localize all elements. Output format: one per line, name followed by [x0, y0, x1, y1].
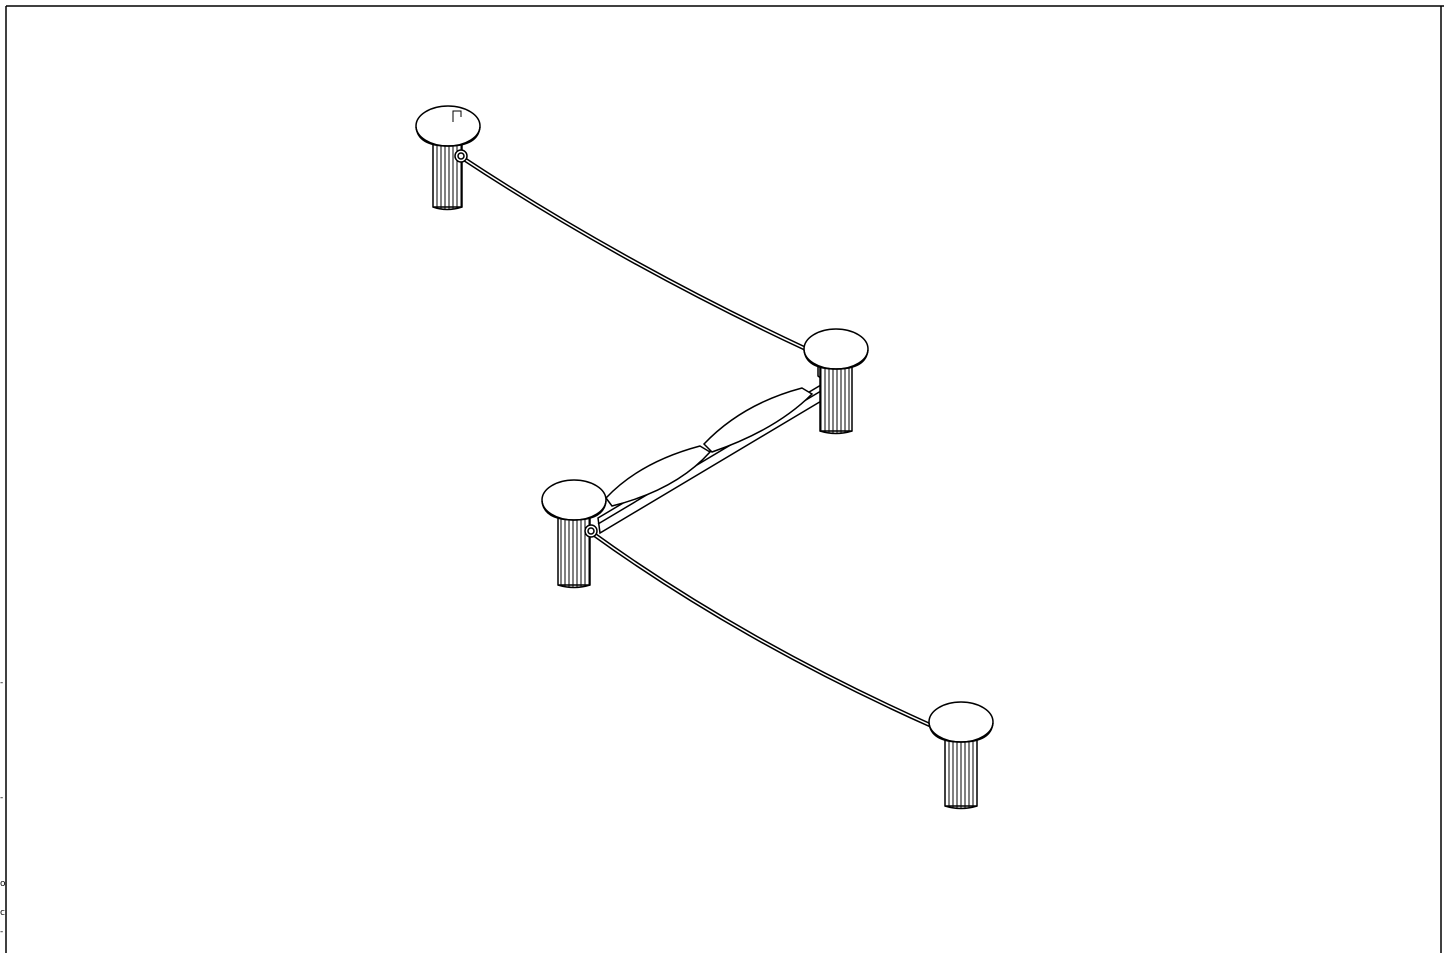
title-block-marks: - - o c -	[0, 678, 6, 937]
title-block-mark-5: -	[0, 927, 3, 937]
post-bottom-right	[928, 701, 994, 810]
cable-clamp-lower	[584, 524, 598, 538]
title-block-mark-1: -	[0, 678, 3, 688]
post-top-left	[415, 105, 481, 211]
bench-seats	[605, 387, 814, 507]
post-middle-left	[541, 479, 607, 589]
title-block-mark-3: o	[0, 879, 6, 889]
cable-clamp-upper	[454, 149, 468, 163]
bench-seat-right	[702, 387, 814, 453]
post-cap-glyph	[452, 110, 462, 122]
title-block-mark-2: -	[0, 793, 3, 803]
cable-upper	[459, 155, 807, 352]
post-middle-right	[803, 328, 869, 435]
cable-lower	[590, 531, 933, 729]
title-block-mark-4: c	[0, 908, 5, 918]
